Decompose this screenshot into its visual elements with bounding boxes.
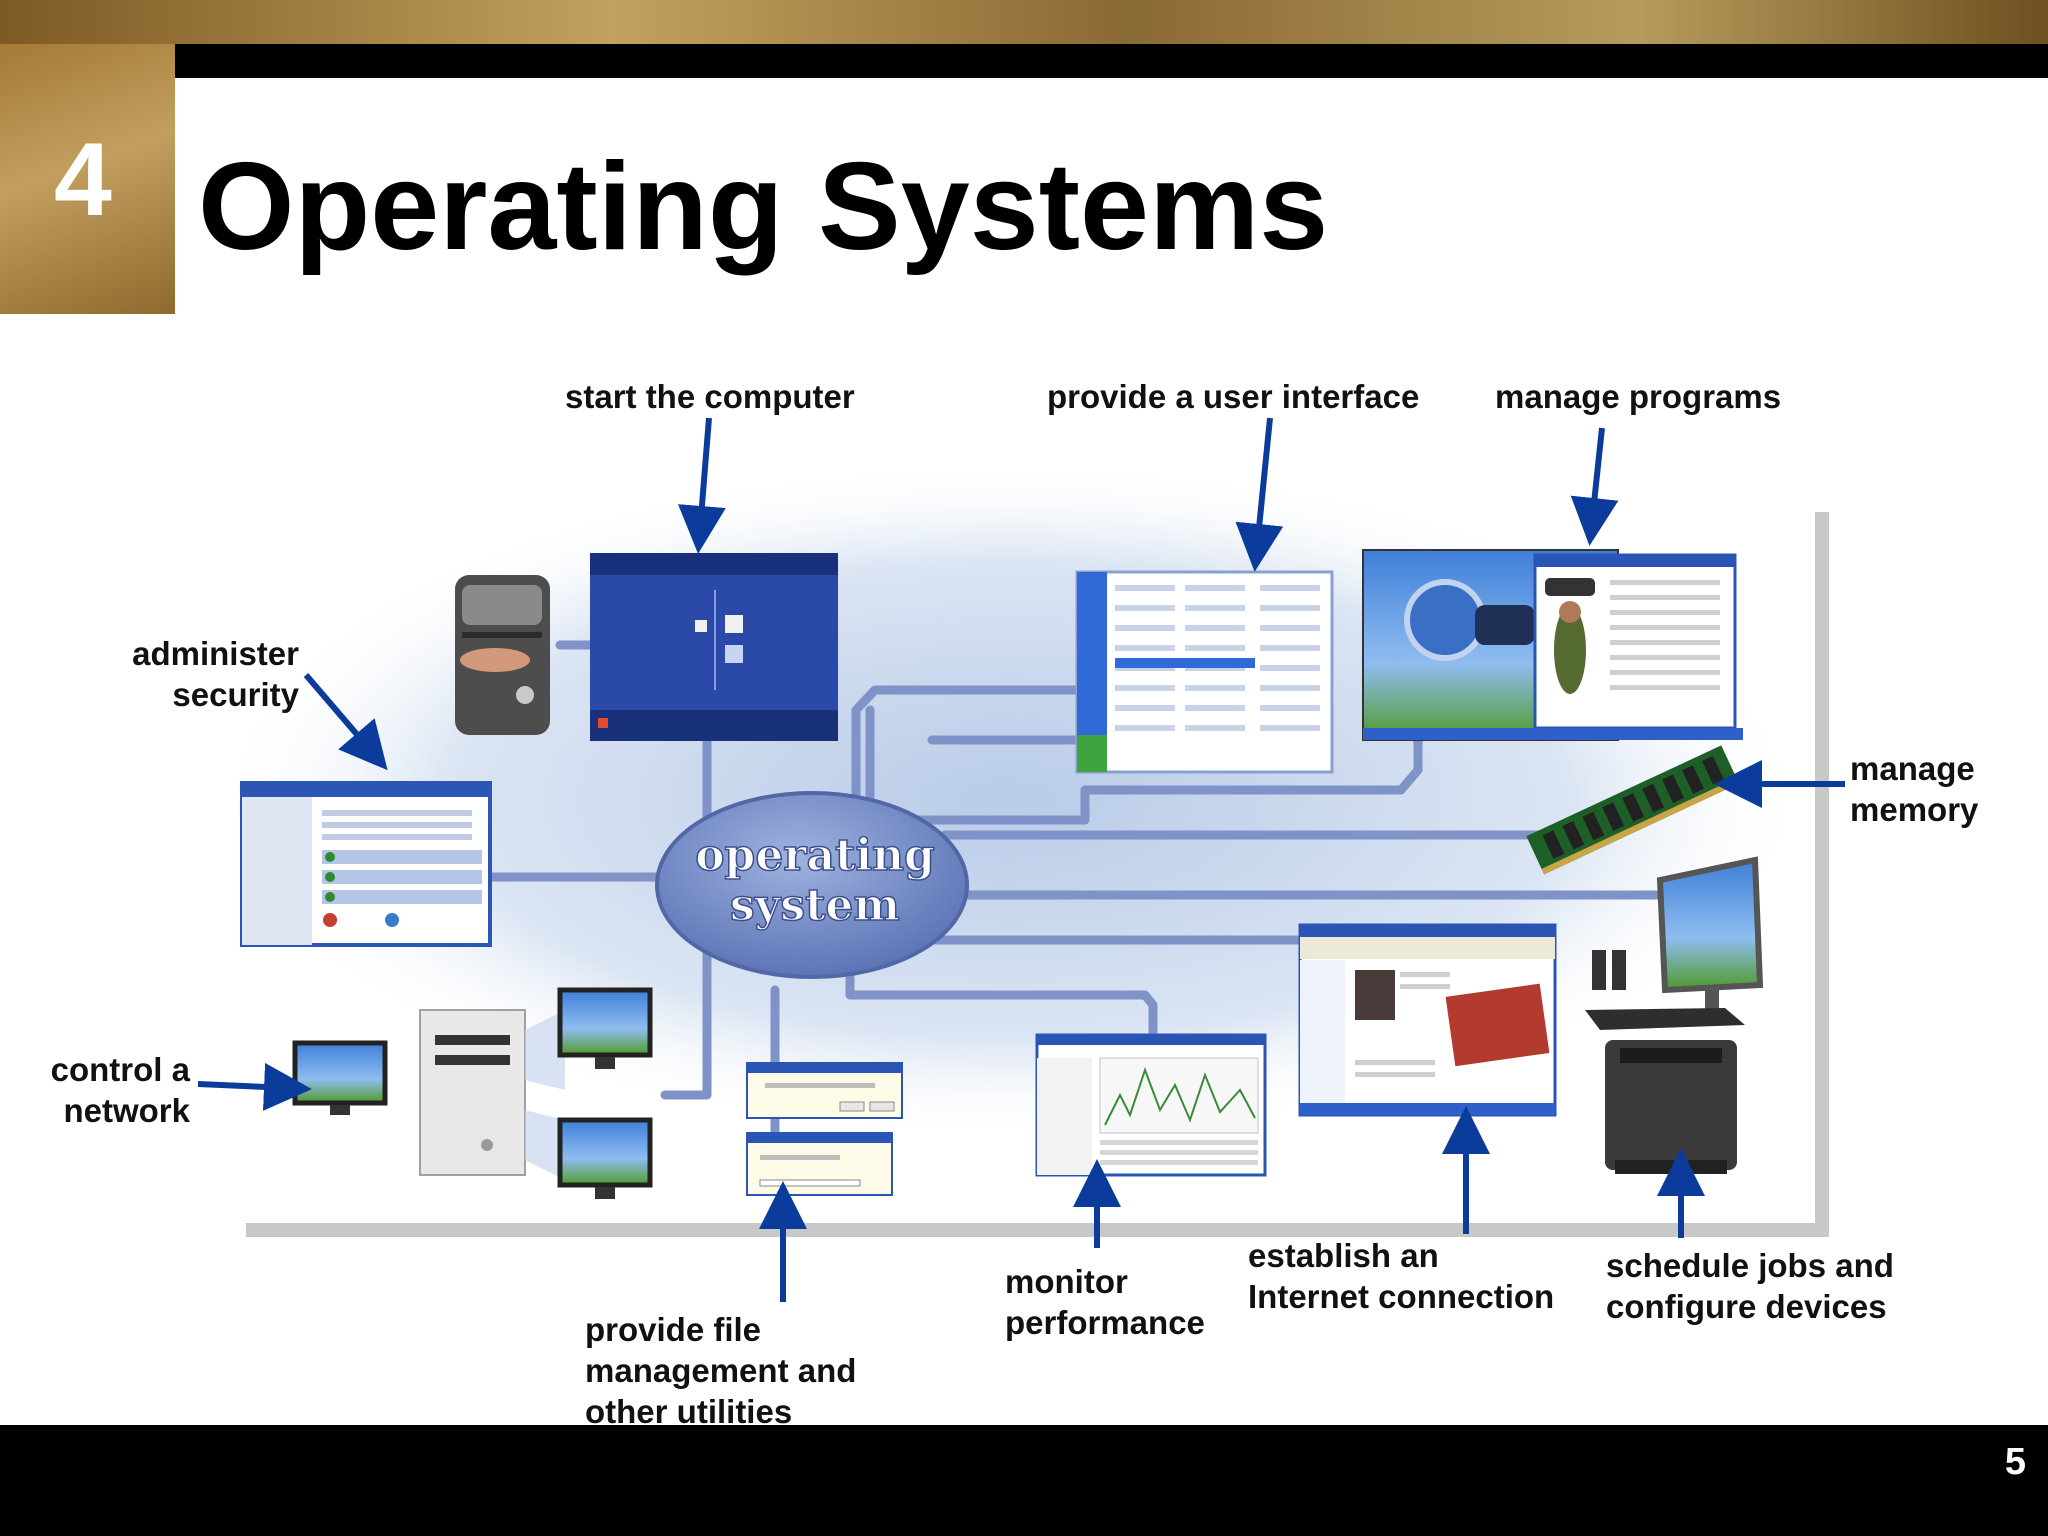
title-rule <box>174 44 2048 78</box>
label-internet-connection: establish an Internet connection <box>1248 1237 1555 1315</box>
label-start-computer: start the computer <box>565 378 855 415</box>
label-manage-memory: manage memory <box>1850 750 1979 828</box>
label-schedule-jobs: schedule jobs and configure devices <box>1606 1247 1894 1325</box>
label-control-network: control a network <box>50 1051 190 1129</box>
arrow-administer-security <box>303 673 388 771</box>
center-label-line1: operating <box>695 830 935 881</box>
center-label-line2: system <box>730 880 900 931</box>
performance-monitor-image <box>1035 1033 1267 1177</box>
connection-pipes <box>482 640 1695 1140</box>
label-administer-security: administer security <box>132 635 299 713</box>
security-center-image <box>240 781 492 947</box>
footer-bar <box>0 1425 2048 1536</box>
os-functions-diagram: operating system <box>197 417 1845 1302</box>
label-file-management: provide file management and other utilit… <box>585 1311 857 1430</box>
web-browser-image <box>1298 923 1557 1117</box>
slide-title: Operating Systems <box>198 138 1329 276</box>
desktop-programs-image <box>1362 549 1743 741</box>
utility-dialogs-image <box>746 1062 903 1196</box>
label-manage-programs: manage programs <box>1495 378 1782 415</box>
start-menu-image <box>1075 570 1334 774</box>
arrow-start-computer <box>677 417 726 554</box>
memory-module-image <box>1526 745 1739 875</box>
operating-system-node: operating system <box>655 791 969 979</box>
computer-power-button-image <box>455 575 550 735</box>
label-user-interface: provide a user interface <box>1047 378 1420 415</box>
arrow-user-interface <box>1235 417 1284 572</box>
arrow-manage-programs <box>1570 427 1619 546</box>
arrows <box>197 417 1845 1302</box>
chapter-badge <box>0 44 175 314</box>
chapter-number: 4 <box>54 122 112 238</box>
network-computers-image <box>292 987 653 1199</box>
page-number: 5 <box>2004 1441 2026 1483</box>
arrow-control-network <box>197 1062 312 1111</box>
label-monitor-performance: monitor performance <box>1005 1263 1205 1341</box>
decorative-top-strip <box>0 0 2048 44</box>
printer-and-pc-image <box>1585 856 1764 1174</box>
diagram-frame <box>246 512 1829 1237</box>
welcome-screen-image <box>590 553 838 741</box>
